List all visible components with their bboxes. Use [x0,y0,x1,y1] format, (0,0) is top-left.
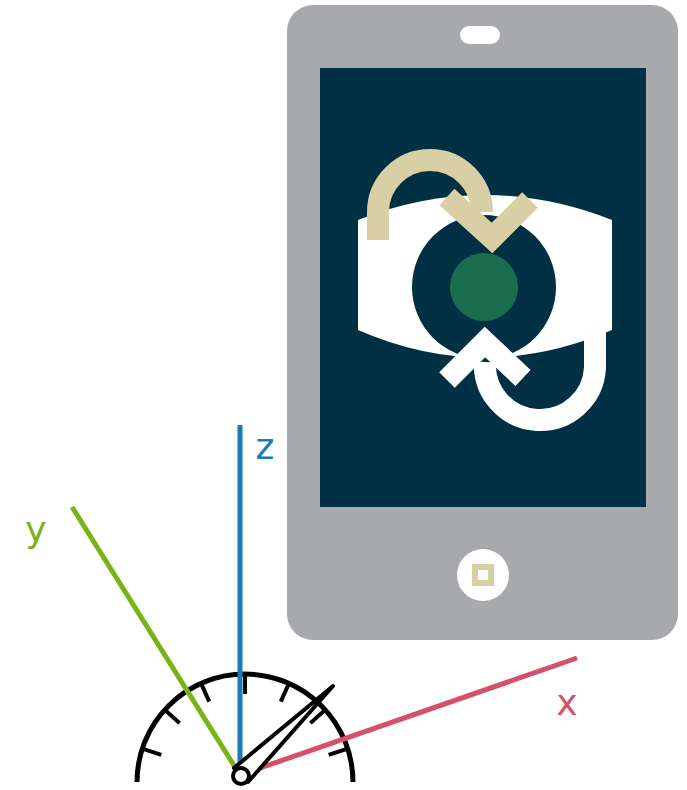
gauge-pivot [233,768,249,784]
eye-pupil [450,253,518,321]
axis-label: z [256,429,275,465]
axis-label: y [25,512,46,548]
home-button [457,549,509,601]
gauge-tick [165,710,180,723]
x-axis [240,658,577,775]
axis-label: x [556,685,577,721]
gauge-tick [243,674,247,694]
gauge-ticks [142,674,347,755]
rotate-arrow-head [447,197,530,238]
y-axis [72,507,240,775]
gauge-dial [137,674,353,782]
gauge-tick [201,683,209,701]
phone-screen [320,68,646,507]
phone-body [287,5,678,640]
gauge-needle [234,686,333,782]
gauge-tick [142,749,161,755]
gauge-tick [281,683,289,701]
gauge-tick [329,749,348,755]
rotate-arrow-head [447,342,523,380]
z-axis [238,425,243,775]
phone-speaker [460,26,500,44]
home-button-icon [475,567,491,583]
